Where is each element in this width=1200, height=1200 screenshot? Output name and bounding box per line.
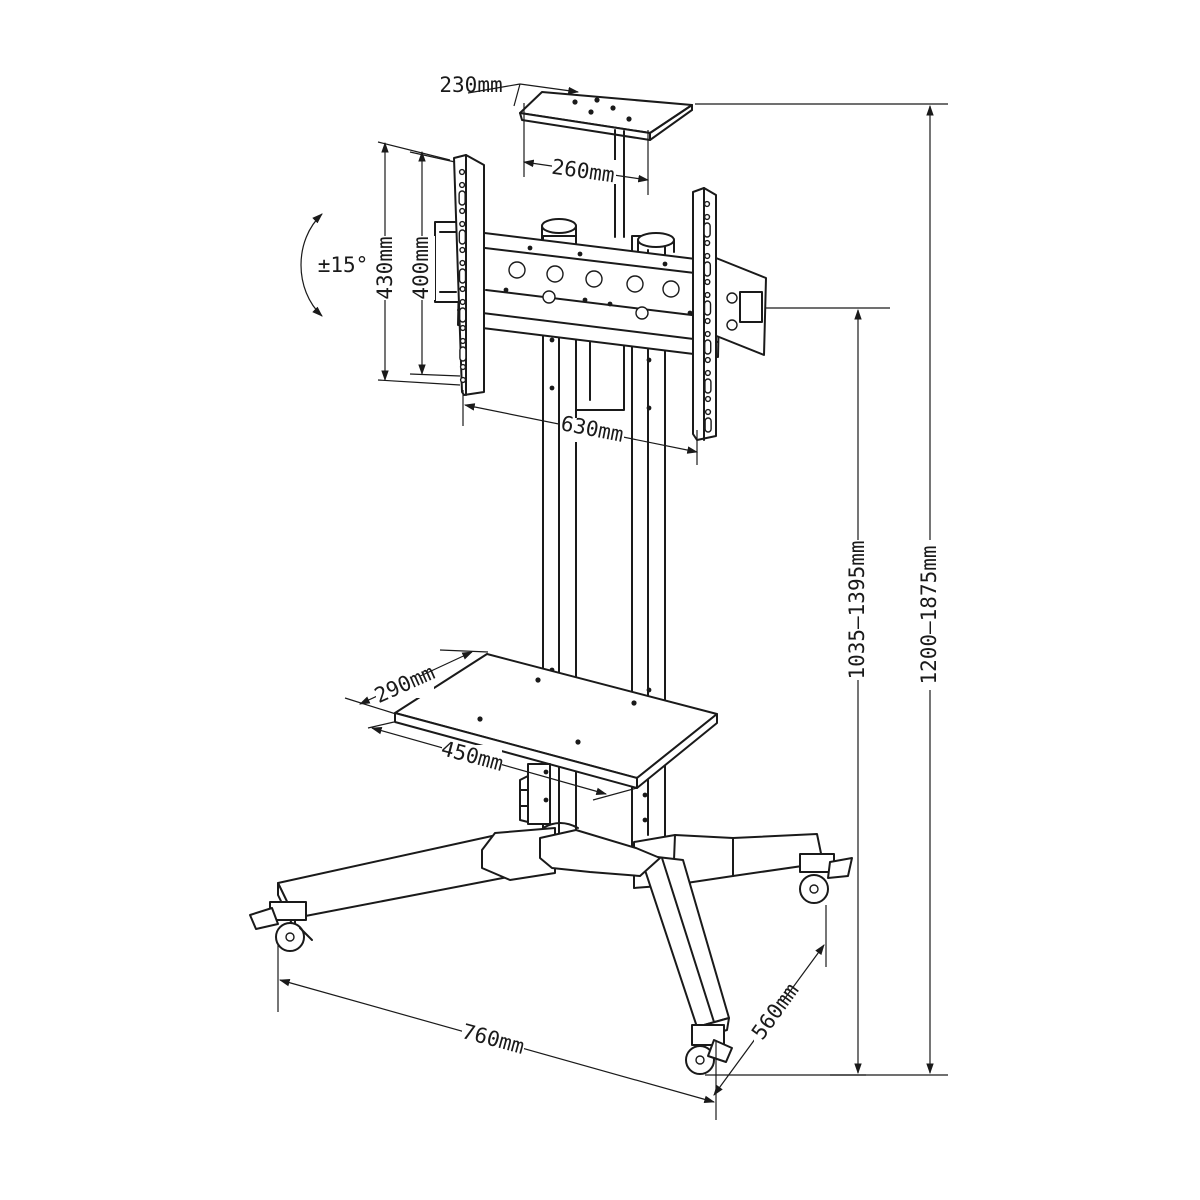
top-tray — [519, 91, 693, 238]
mounting-slot — [704, 417, 712, 433]
mounting-slot — [704, 278, 711, 286]
mounting-slot — [459, 337, 466, 345]
mounting-slot — [459, 246, 466, 254]
mounting-slot — [458, 168, 466, 176]
mounting-slot — [703, 200, 711, 208]
vesa-bracket — [434, 221, 767, 358]
right-arm-slots — [703, 200, 712, 433]
mounting-slot — [459, 220, 466, 228]
mounting-slot — [458, 181, 466, 189]
mounting-slot — [458, 268, 467, 284]
caster-front — [685, 1024, 733, 1075]
mounting-slot — [704, 356, 711, 364]
mounting-slot — [459, 259, 466, 267]
mounting-slot — [703, 213, 711, 221]
mounting-slot — [458, 190, 466, 206]
mounting-slot — [703, 261, 712, 277]
mounting-slot — [459, 298, 466, 306]
mounting-slot — [704, 252, 711, 260]
dimension-labels: 230mm 260mm 430mm 400mm ±15° 630mm 290mm… — [318, 73, 943, 1059]
mounting-slot — [704, 339, 712, 355]
mounting-slot — [704, 378, 712, 394]
label-overall-height: 1200–1875mm — [917, 545, 941, 684]
left-arm-slots — [458, 168, 467, 384]
mounting-slot — [704, 317, 711, 325]
mounting-slot — [458, 229, 467, 245]
mounting-slot — [704, 330, 711, 338]
mounting-slot — [459, 207, 466, 215]
label-bracket-center-height: 1035–1395mm — [845, 540, 869, 679]
mounting-slot — [459, 307, 467, 323]
mounting-slot — [704, 408, 712, 416]
label-tilt: ±15° — [318, 253, 369, 277]
mounting-slot — [704, 369, 711, 377]
mounting-slot — [459, 346, 467, 362]
mounting-slot — [459, 363, 467, 371]
mounting-slot — [703, 300, 712, 316]
mounting-slot — [703, 222, 711, 238]
mounting-slot — [459, 376, 467, 384]
mounting-slot — [704, 395, 712, 403]
label-top-tray-depth: 230mm — [439, 73, 502, 97]
mounting-slot — [459, 324, 466, 332]
label-base-width: 760mm — [460, 1019, 527, 1059]
mounting-slot — [704, 239, 711, 247]
mounting-slot — [459, 285, 466, 293]
label-bracket-height-outer: 430mm — [373, 236, 397, 299]
label-bracket-height-inner: 400mm — [409, 236, 433, 299]
base — [277, 822, 824, 1039]
caster-left — [249, 901, 313, 952]
mounting-slot — [704, 291, 711, 299]
caster-right — [799, 853, 853, 904]
